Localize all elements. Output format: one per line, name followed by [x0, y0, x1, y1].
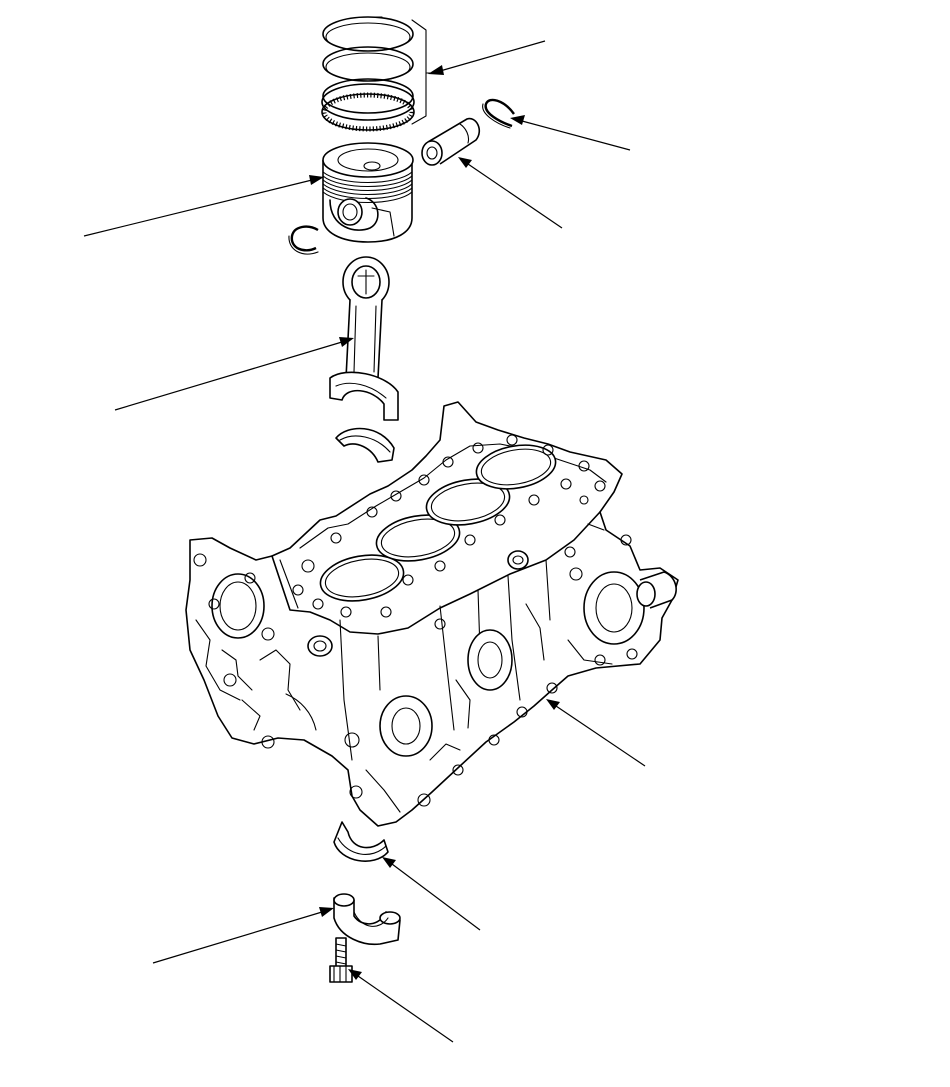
deck-holes — [292, 434, 606, 618]
connecting-rod-cap — [333, 893, 401, 946]
rod-bearing-lower — [333, 821, 389, 862]
callout-leaders — [83, 40, 646, 1043]
snap-ring-left — [288, 225, 319, 255]
piston-rings — [321, 16, 433, 132]
block-front-face — [193, 553, 317, 749]
rod-cap-bolt — [329, 937, 353, 983]
cylinder-block — [185, 401, 679, 827]
cylinder-bores — [319, 444, 557, 602]
connecting-rod — [329, 256, 399, 421]
block-rear-face — [567, 523, 677, 666]
snap-ring-right — [482, 98, 515, 129]
block-side-face — [307, 546, 576, 813]
piston — [322, 142, 414, 243]
rod-bearing-upper — [335, 427, 395, 463]
piston-pin — [421, 117, 481, 166]
